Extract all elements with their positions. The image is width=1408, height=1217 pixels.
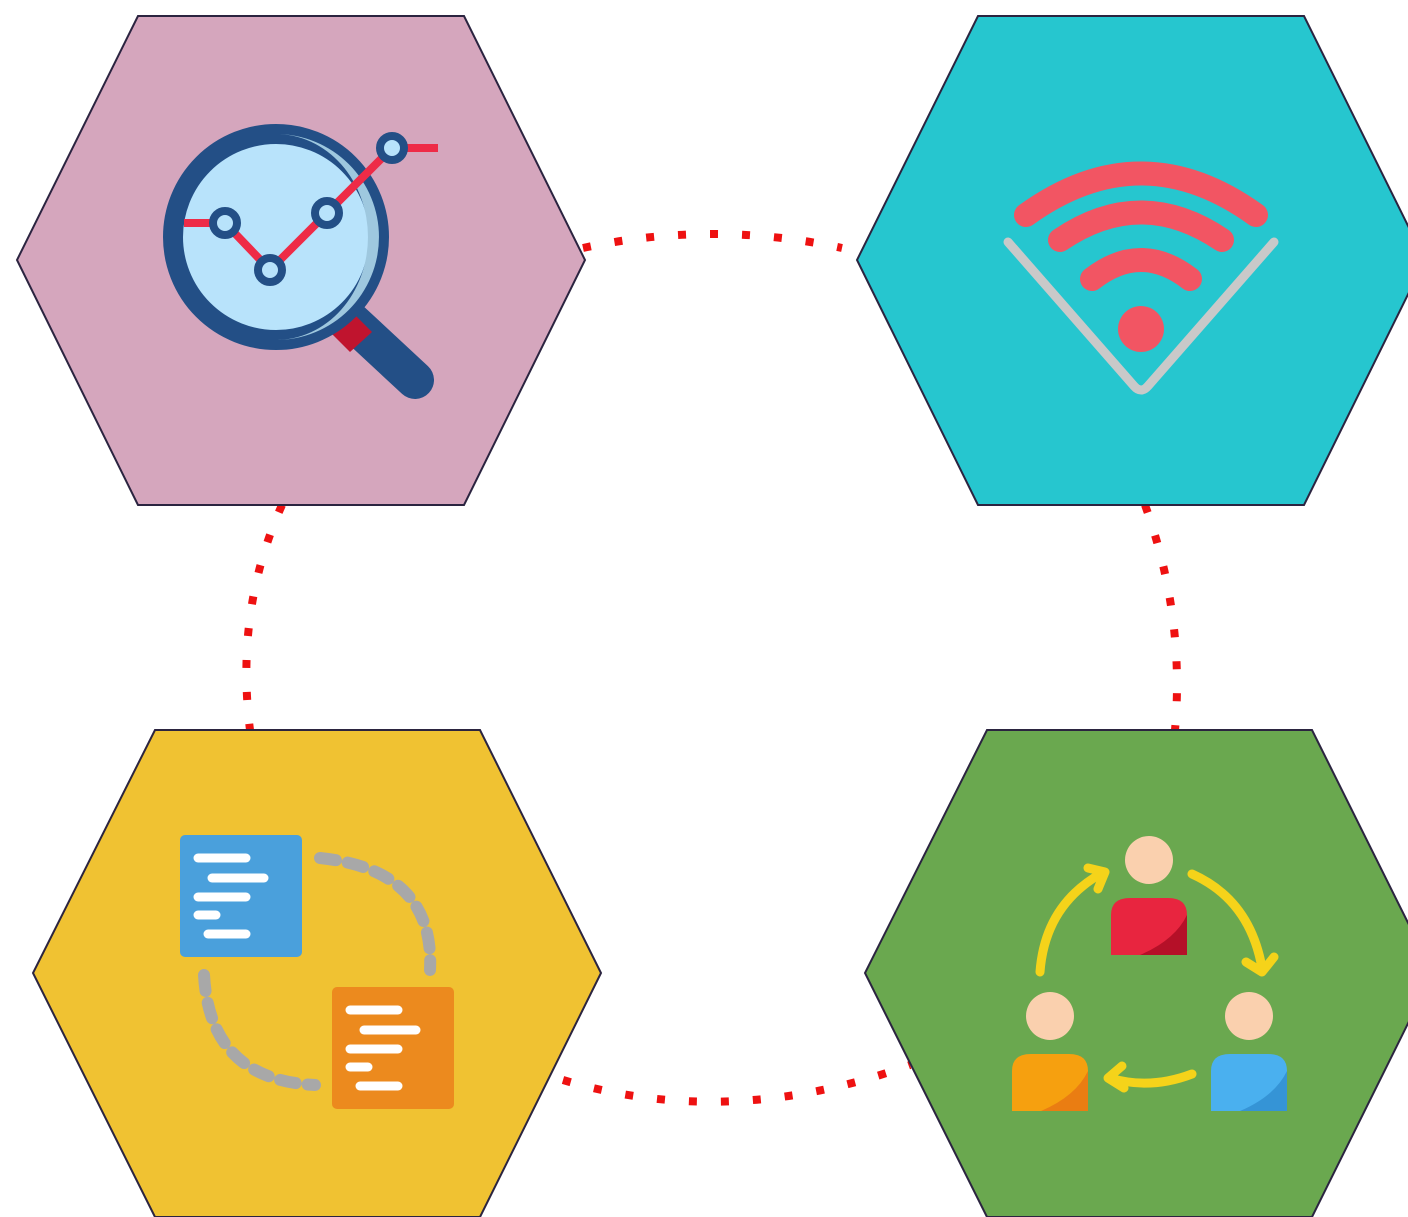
connector-bottom — [561, 1061, 912, 1106]
hexagon-documents-shape — [31, 729, 603, 1217]
document-exchange-icon — [180, 835, 454, 1109]
connector-right — [1141, 503, 1181, 731]
connector-top — [582, 230, 843, 252]
team-collaboration-icon — [1012, 836, 1287, 1111]
hexagon-wifi[interactable] — [855, 15, 1408, 506]
hexagon-team-shape — [863, 729, 1408, 1217]
connector-left — [242, 503, 286, 731]
magnifier-chart-icon — [163, 124, 438, 399]
hexagon-team[interactable] — [863, 729, 1408, 1217]
connectors — [242, 230, 1181, 1106]
hexagon-analytics[interactable] — [15, 15, 587, 506]
wifi-signal-icon — [1003, 161, 1279, 395]
hexagon-documents[interactable] — [31, 729, 603, 1217]
